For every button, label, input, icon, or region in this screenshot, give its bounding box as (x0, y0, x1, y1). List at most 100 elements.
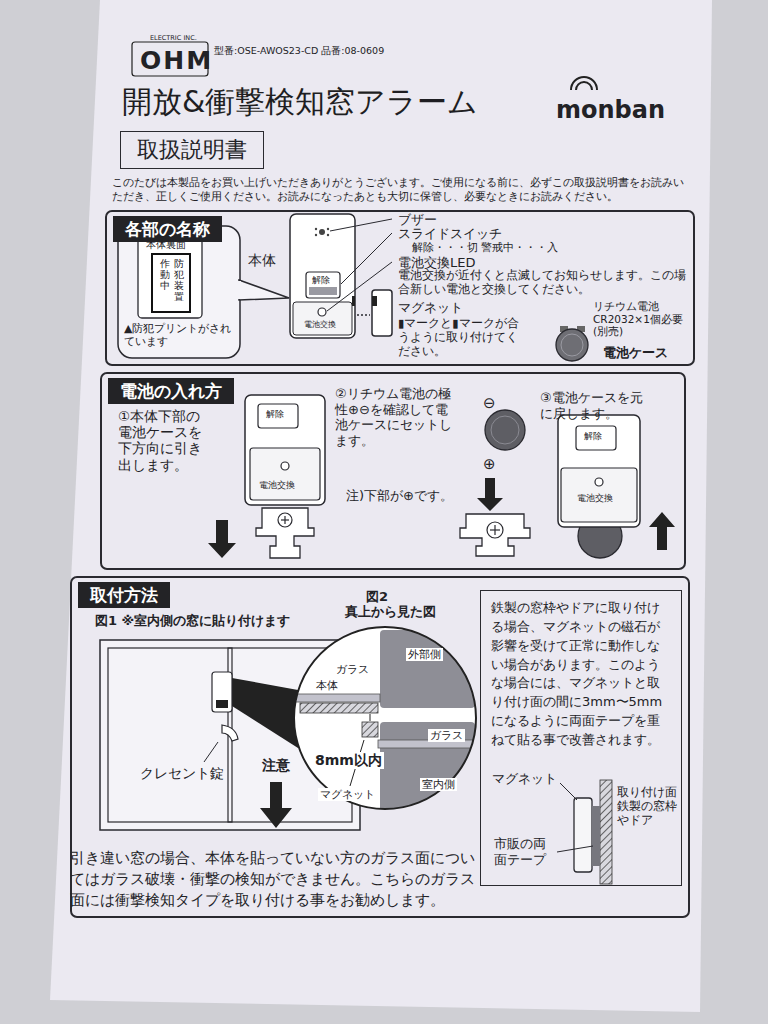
zoom-circle (370, 714, 371, 721)
part-label: ガラス (428, 729, 465, 742)
alarm-body (352, 296, 355, 306)
intro-text: このたびは本製品をお買い上げいただきありがとうございます。ご使用になる前に、必ず… (112, 176, 690, 205)
section-heading: 取付方法 (78, 582, 170, 608)
battery-coin (556, 329, 588, 361)
battery-case (460, 514, 530, 556)
section-heading: 各部の名称 (113, 216, 222, 242)
part-label: 引き違い窓の場合、本体を貼っていない方のガラス面についてはガラス破壊・衝撃の検知… (70, 848, 475, 911)
mount-detail (574, 798, 592, 872)
alarm-body (258, 404, 298, 428)
alarm-body (558, 415, 640, 527)
alarm-body (327, 234, 329, 236)
part-label: 8mm以内 (313, 752, 384, 769)
alarm-body (306, 272, 340, 298)
part-label: 注意 (262, 757, 290, 774)
window-frame (216, 700, 228, 708)
alarm-body (372, 296, 377, 306)
direction-arrow (260, 782, 292, 828)
part-label: 室内側 (420, 778, 457, 791)
box-text: 取扱説明書 (137, 137, 247, 163)
part-label: 電池交換 (577, 493, 613, 504)
alarm-body (284, 516, 285, 524)
part-label: 本体裏面 (146, 239, 186, 251)
part-label: クレセント錠 (140, 765, 224, 782)
alarm-body (293, 302, 352, 335)
callout-bubble (152, 254, 190, 312)
part-label: 注)下部が⊕です。 (346, 488, 453, 504)
paper-sheet (50, 0, 712, 1012)
part-label: マグネット (492, 771, 557, 787)
alarm-body (245, 395, 325, 558)
alarm-body (290, 214, 392, 338)
battery-coin (485, 410, 525, 450)
mount-detail (560, 783, 577, 800)
battery-case (460, 514, 530, 556)
battery-coin (556, 326, 588, 361)
leader-line (327, 219, 392, 311)
alarm-body (245, 395, 325, 505)
brand-text: ELECTRIC INC. (150, 35, 197, 43)
zoom-circle (294, 627, 476, 809)
page-title: 開放&衝撃検知窓アラーム (122, 84, 478, 120)
part-label: 電池ケース (603, 345, 668, 361)
part-label: 作動中 (160, 258, 170, 291)
part-label: ⊖ (483, 394, 496, 412)
alarm-body (357, 314, 370, 315)
battery-coin (561, 334, 583, 356)
callout-bubble (236, 281, 241, 299)
part-label: 図1 ※室内側の窓に貼り付けます (95, 613, 290, 629)
brand-logo: OHM (140, 46, 213, 76)
part-label: ②リチウム電池の極性⊕⊖を確認して電池ケースにセットします。 (335, 386, 457, 448)
leader-line (327, 262, 392, 311)
window-frame (232, 678, 298, 748)
part-label: 解除 (312, 275, 330, 286)
alarm-body (250, 448, 320, 500)
part-label: 外部側 (406, 648, 443, 661)
section-heading: 電池の入れ方 (108, 378, 234, 404)
part-label: マグネット (398, 300, 463, 316)
zoom-circle (300, 703, 378, 713)
mount-detail (557, 846, 593, 852)
box-text: 鉄製の窓枠やドアに取り付ける場合、マグネットの磁石が影響を受けて正常に動作しない… (491, 599, 671, 750)
alarm-body (309, 287, 337, 295)
alarm-body (315, 234, 317, 236)
paper-sheet (50, 0, 712, 1012)
window-frame (204, 742, 218, 762)
direction-arrow (477, 478, 503, 511)
window-frame (212, 672, 232, 712)
part-label: リチウム電池 CR2032×1個必要 (別売) (593, 300, 685, 338)
part-label: 真上から見た図 (345, 604, 436, 620)
brand-icon (571, 77, 597, 90)
direction-arrow (649, 512, 675, 550)
part-label: ①本体下部の電池ケースを下方向に引き出します。 (118, 408, 210, 473)
part-label: 本体 (248, 252, 276, 269)
direction-arrow (260, 782, 292, 828)
part-label: マグネット (318, 788, 377, 801)
alarm-body (319, 229, 325, 235)
part-label: ブザー (398, 212, 437, 228)
part-label: 電池交換が近付くと点滅してお知らせします。この場合新しい電池と交換してください。 (398, 269, 686, 297)
part-label: ⊕ (483, 455, 496, 473)
part-label: 防犯装置 (174, 258, 184, 302)
battery-case (494, 525, 495, 535)
mount-detail (557, 780, 612, 884)
brand-icon (576, 82, 592, 90)
callout-bubble (118, 226, 289, 358)
part-label: 図2 (366, 589, 388, 605)
callout-bubble (239, 280, 289, 300)
mount-detail (592, 806, 600, 866)
alarm-body (318, 308, 326, 316)
heading-box: 取扱説明書 (120, 131, 264, 169)
alarm-body (576, 426, 616, 450)
battery-coin (485, 410, 525, 450)
brand-logo: monban (556, 96, 665, 125)
part-label: 本体 (314, 679, 340, 692)
model-number: 型番:OSE-AWOS23-CD 品番:08-0609 (214, 45, 384, 56)
alarm-body (558, 415, 640, 558)
part-label: ▲防犯プリントがされています (124, 322, 236, 348)
alarm-body (278, 513, 292, 527)
direction-arrow (208, 520, 236, 558)
mount-detail (600, 780, 612, 884)
